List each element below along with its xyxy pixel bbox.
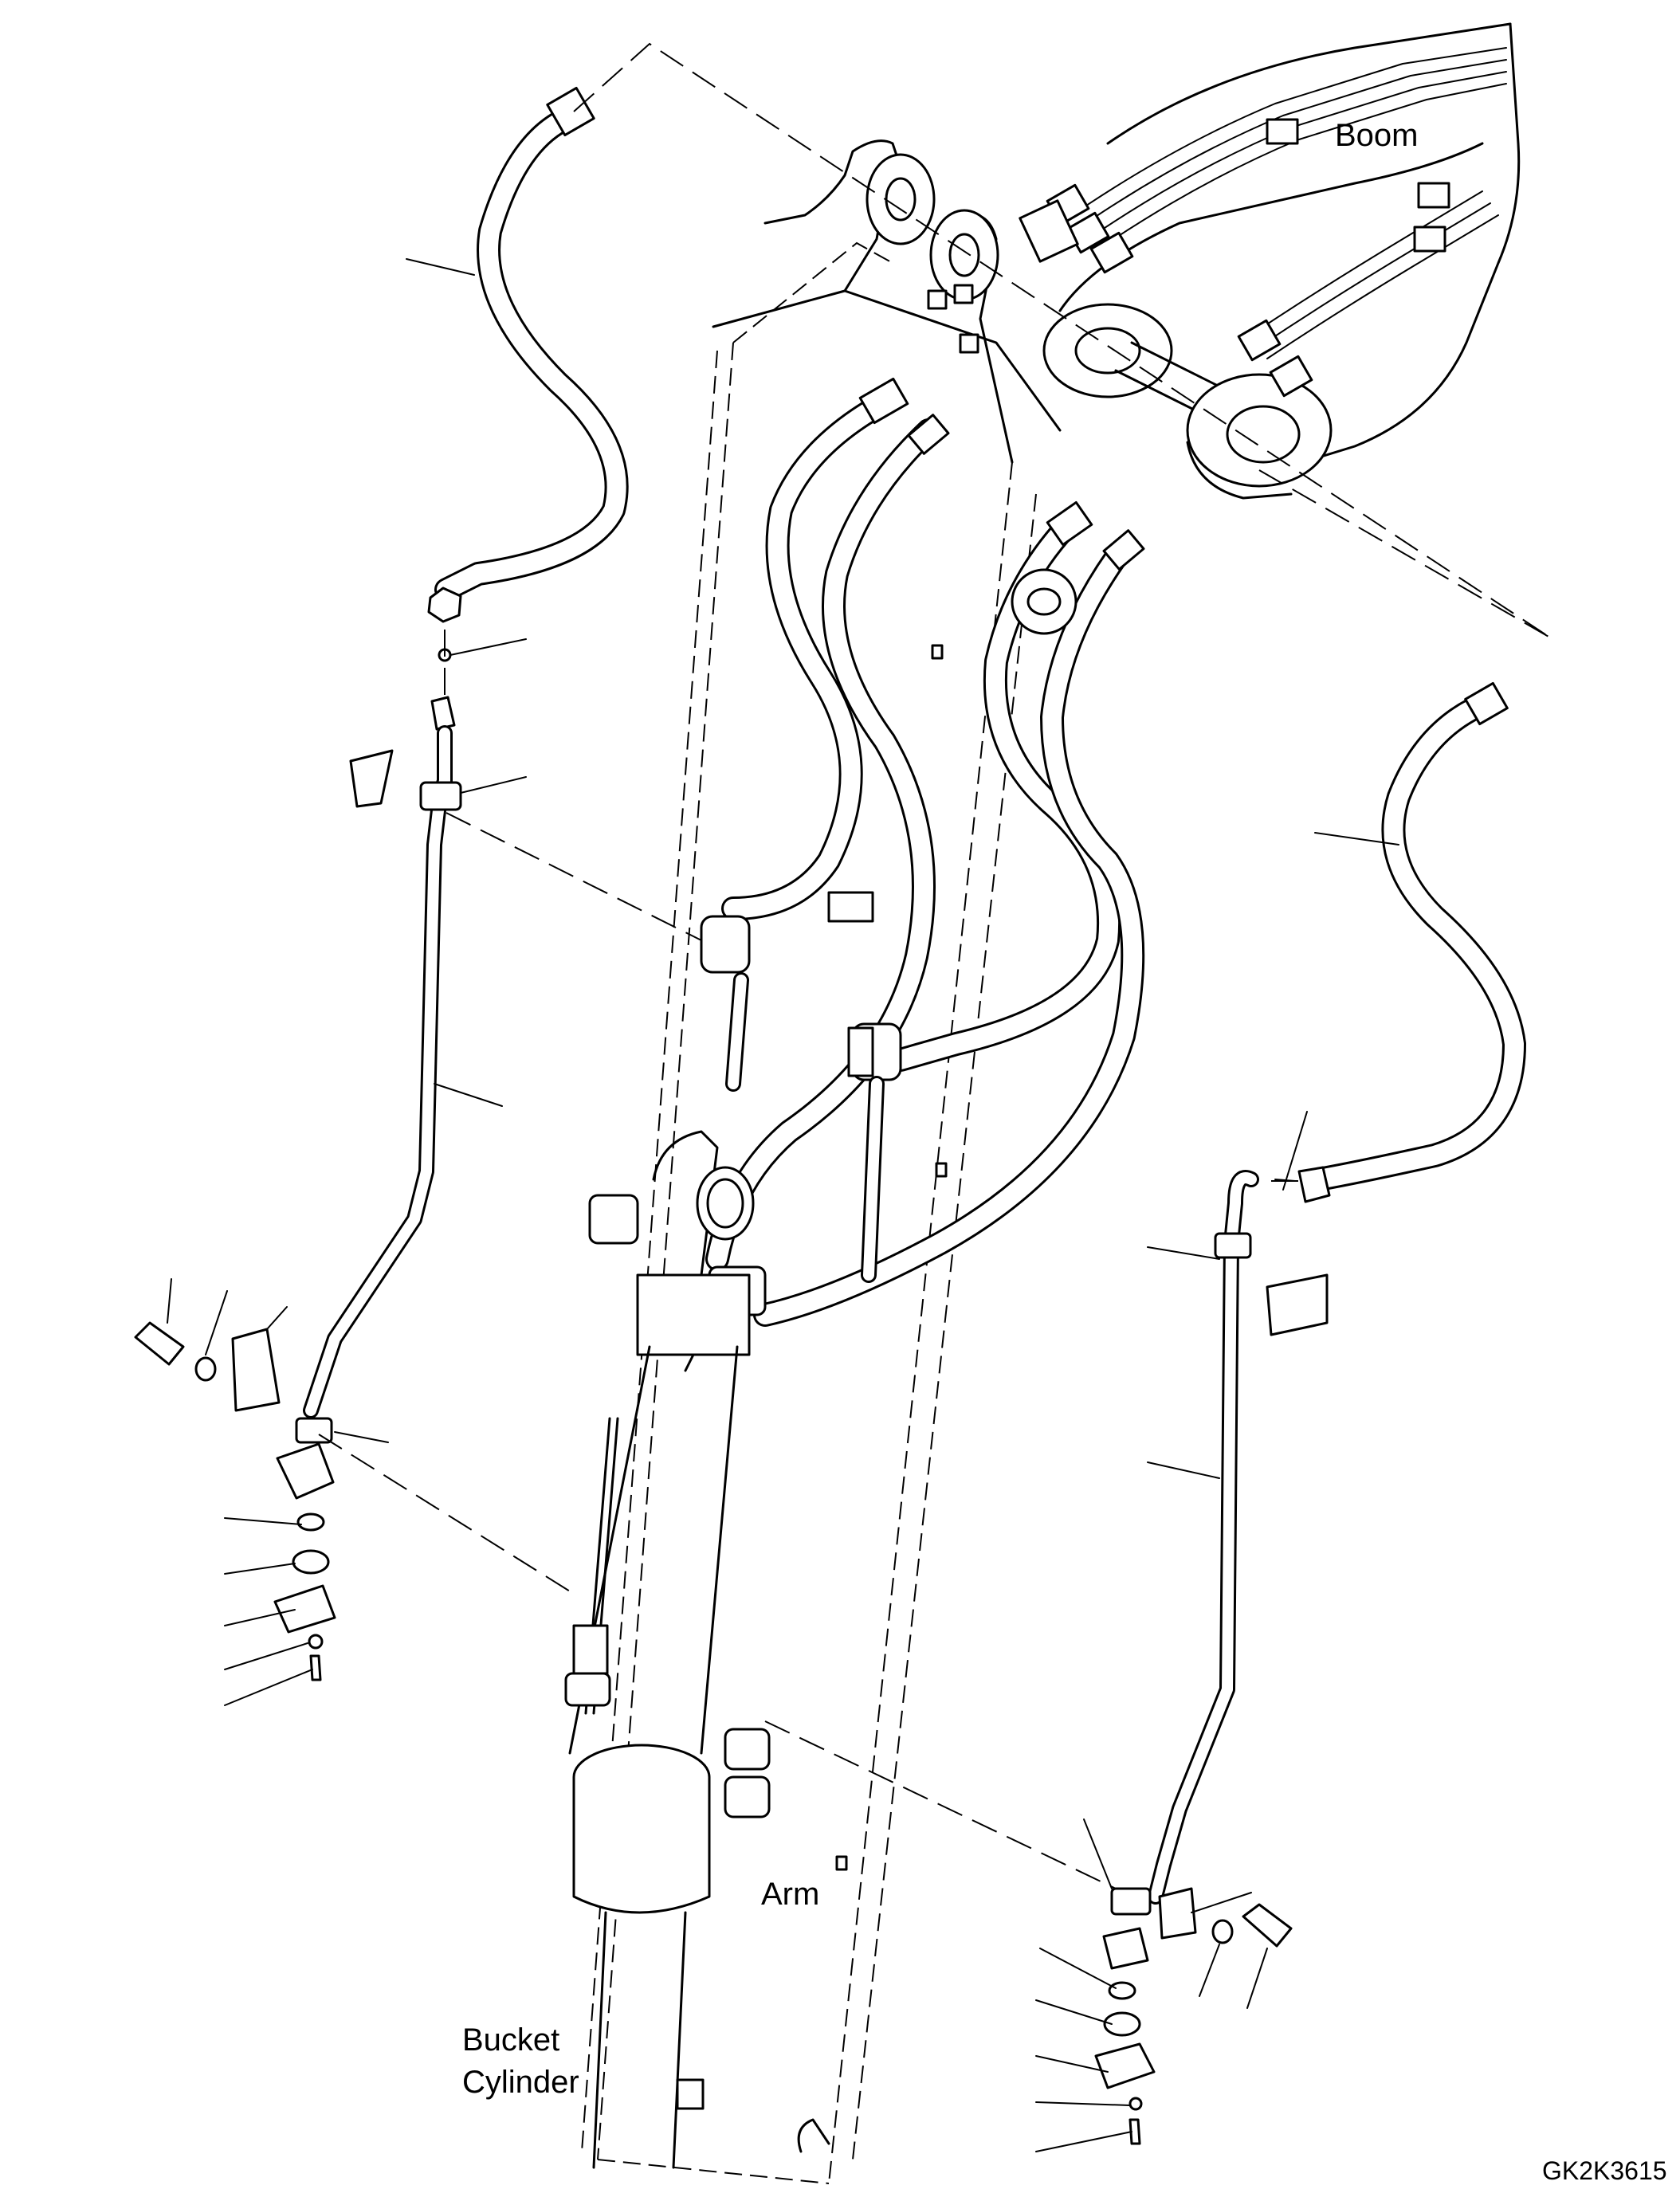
drawing-code: GK2K3615 (1542, 2156, 1667, 2185)
arm-label: Arm (761, 1877, 819, 1912)
bucket-cylinder-label-line2: Cylinder (462, 2065, 579, 2100)
flange-half-icon (273, 1584, 336, 1634)
arm-hoses (700, 377, 1145, 1327)
boom-label: Boom (1335, 118, 1419, 153)
bucket-cylinder: Bucket Cylinder (462, 1130, 771, 2169)
right-tube-assembly (1035, 681, 1526, 2152)
left-tube-assembly (134, 86, 629, 1706)
hose-icon (546, 86, 595, 137)
bolt-icon (134, 1321, 185, 1366)
bracket-icon (349, 749, 394, 808)
assembly-dash-lines (318, 42, 1551, 1889)
bucket-cylinder-label-line1: Bucket (462, 2022, 559, 2058)
clamp-icon (419, 781, 462, 811)
boom-assembly: Boom (1019, 22, 1521, 500)
washer-icon (194, 1356, 217, 1382)
